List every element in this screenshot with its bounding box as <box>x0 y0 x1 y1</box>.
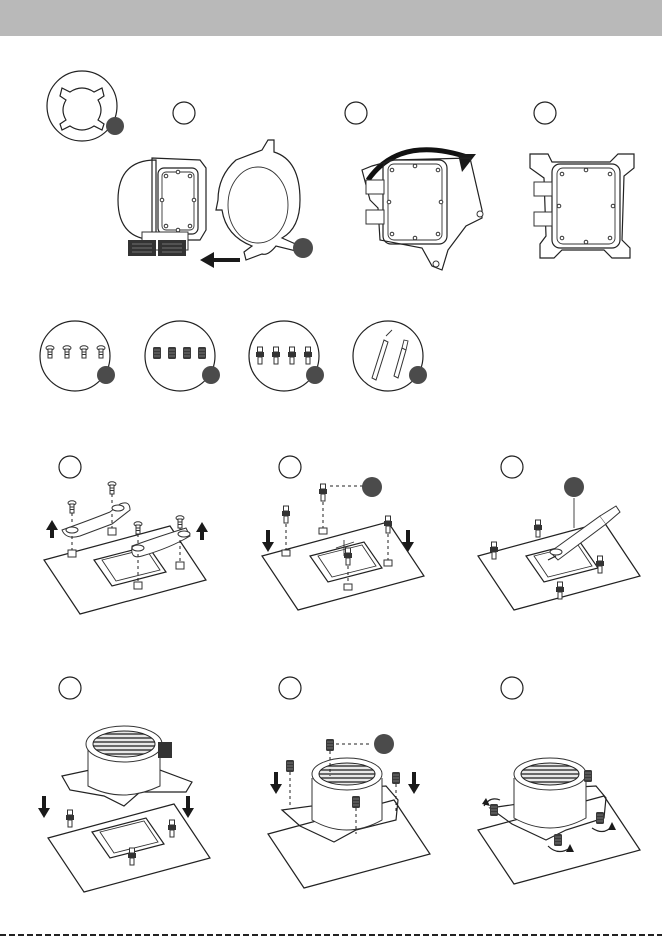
pump-side-view <box>118 158 206 256</box>
motherboard-remove-stock <box>44 482 208 614</box>
step-number-circle <box>501 456 523 478</box>
intel-bracket <box>216 140 313 260</box>
step-number-circle <box>279 456 301 478</box>
step-badge <box>106 117 124 135</box>
step-number-circle <box>501 677 523 699</box>
step-number-circle <box>279 677 301 699</box>
pump-lower-onto-board <box>38 726 210 892</box>
part-standoffs <box>249 321 324 391</box>
step-number-circle <box>534 102 556 124</box>
rotate-bracket <box>362 150 483 270</box>
bracket-inset <box>47 71 124 141</box>
bracket-installed <box>530 154 634 258</box>
step-number-circle <box>59 677 81 699</box>
part-screws <box>40 321 115 391</box>
remove-arrow <box>200 252 240 268</box>
part-nuts <box>145 321 220 391</box>
step-number-circle <box>59 456 81 478</box>
step-badge <box>293 238 313 258</box>
motherboard-install-standoffs <box>262 477 424 610</box>
step-number-circle <box>345 102 367 124</box>
pump-secure-nuts <box>268 734 430 888</box>
part-thermal-paste-and-tool <box>353 321 427 391</box>
step-number-circle <box>173 102 195 124</box>
motherboard-apply-paste <box>478 477 640 610</box>
pump-tighten-nuts <box>478 758 640 884</box>
